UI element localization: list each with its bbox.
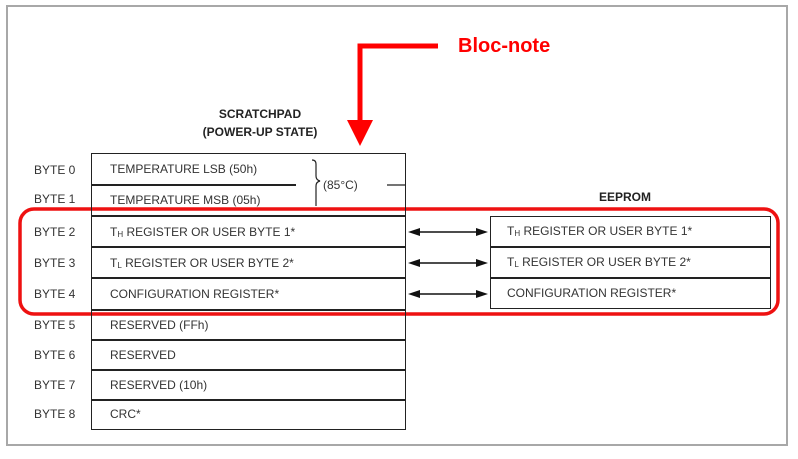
- t-subscript: H: [514, 229, 521, 238]
- highlight-box: [18, 207, 780, 316]
- scratchpad-cell: CRC*: [110, 407, 141, 421]
- scratchpad-cell: TEMPERATURE MSB (05h): [110, 193, 261, 207]
- scratchpad-cell: RESERVED: [110, 348, 176, 362]
- row-divider: [91, 309, 406, 311]
- eeprom-cell: TL REGISTER OR USER BYTE 2*: [507, 255, 691, 269]
- t-prefix: T: [110, 225, 118, 239]
- image-frame: [6, 5, 788, 446]
- byte-label: BYTE 5: [34, 318, 76, 332]
- cell-text: REGISTER OR USER BYTE 1*: [520, 224, 693, 238]
- eeprom-title: EEPROM: [598, 190, 651, 204]
- t-prefix: T: [507, 255, 515, 269]
- t-subscript: L: [514, 260, 519, 269]
- row-divider: [91, 339, 406, 341]
- t-prefix: T: [507, 224, 515, 238]
- callout-label: Bloc-note: [458, 35, 551, 57]
- scratchpad-cell: RESERVED (FFh): [110, 318, 209, 332]
- scratchpad-subtitle: (POWER-UP STATE): [202, 125, 318, 139]
- bidirectional-arrow-th: [408, 228, 488, 236]
- row-divider: [91, 277, 406, 279]
- byte-label: BYTE 4: [34, 287, 76, 301]
- cell-text: REGISTER OR USER BYTE 1*: [123, 225, 296, 239]
- byte-label: BYTE 7: [34, 378, 76, 392]
- byte-label: BYTE 2: [34, 225, 76, 239]
- byte-label: BYTE 8: [34, 407, 76, 421]
- bidirectional-arrow-config: [408, 290, 488, 298]
- row-divider: [490, 277, 771, 279]
- row-divider: [91, 399, 406, 401]
- bracket-icon: [311, 159, 321, 206]
- t-subscript: H: [117, 230, 124, 239]
- row-divider: [91, 246, 406, 248]
- cell-text: REGISTER OR USER BYTE 2*: [121, 256, 294, 270]
- scratchpad-cell: RESERVED (10h): [110, 378, 208, 392]
- scratchpad-cell: TH REGISTER OR USER BYTE 1*: [110, 225, 295, 239]
- bidirectional-arrow-tl: [408, 259, 488, 267]
- row-divider: [91, 215, 406, 217]
- row-divider: [490, 246, 771, 248]
- scratchpad-title: SCRATCHPAD: [218, 107, 302, 121]
- scratchpad-cell: TL REGISTER OR USER BYTE 2*: [110, 256, 294, 270]
- t-subscript: L: [117, 261, 122, 270]
- scratchpad-cell: TEMPERATURE LSB (50h): [110, 162, 258, 176]
- scratchpad-table: [91, 153, 406, 430]
- byte-label: BYTE 3: [34, 256, 76, 270]
- t-prefix: T: [110, 256, 118, 270]
- eeprom-table: [490, 216, 771, 309]
- bracket-note: (85°C): [323, 178, 358, 192]
- cell-text: REGISTER OR USER BYTE 2*: [518, 255, 691, 269]
- callout-arrow-line: [357, 43, 438, 128]
- eeprom-cell: CONFIGURATION REGISTER*: [507, 286, 677, 300]
- eeprom-cell: TH REGISTER OR USER BYTE 1*: [507, 224, 692, 238]
- callout-arrow-head: [347, 120, 373, 146]
- byte-label: BYTE 1: [34, 192, 76, 206]
- byte-label: BYTE 0: [34, 163, 76, 177]
- scratchpad-cell: CONFIGURATION REGISTER*: [110, 287, 280, 301]
- byte-label: BYTE 6: [34, 348, 76, 362]
- row-divider: [91, 184, 296, 186]
- row-divider: [91, 369, 406, 371]
